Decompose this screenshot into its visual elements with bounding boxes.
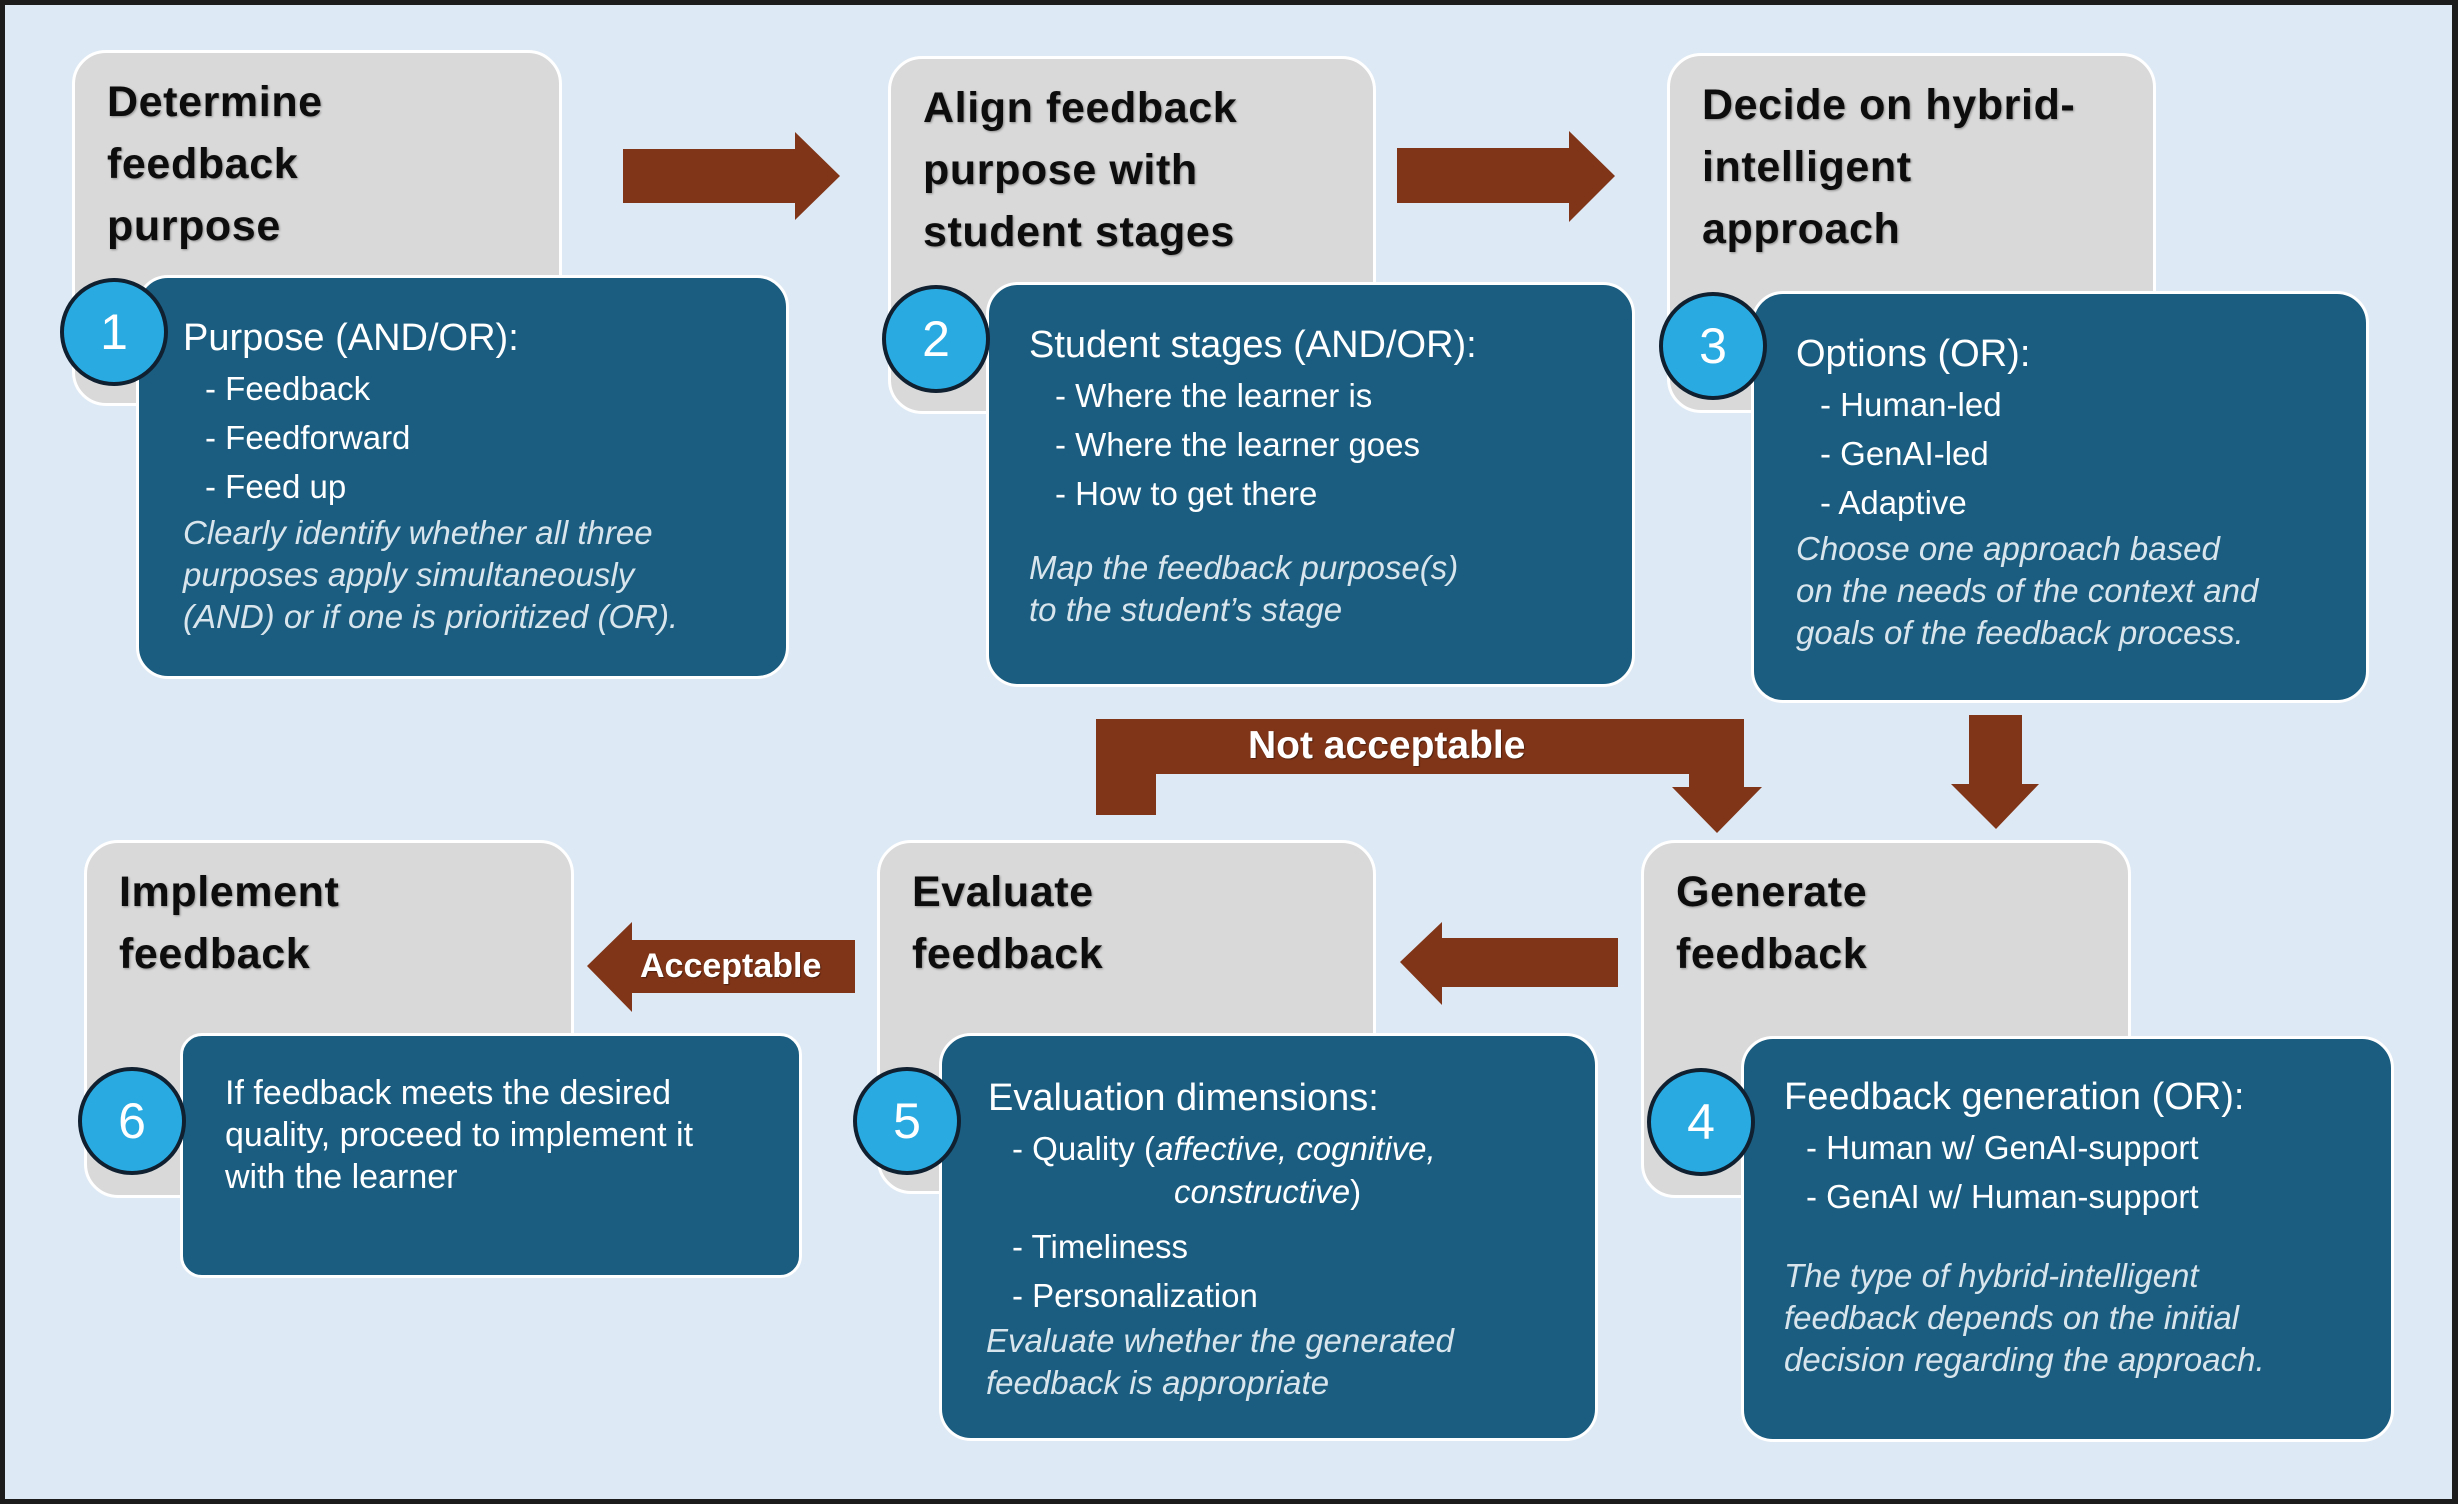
- step-5-items: - Quality (affective, cognitive, constru…: [1012, 1124, 1436, 1320]
- title-line: Align feedback: [923, 84, 1238, 132]
- arrow-step1-to-step2: [623, 132, 840, 220]
- list-item: - Feed up: [205, 468, 347, 505]
- title-line: feedback: [107, 140, 299, 188]
- step-2-heading: Student stages (AND/OR):: [1029, 324, 1477, 366]
- step-3-note: Choose one approach based on the needs o…: [1796, 528, 2258, 654]
- note-line: on the needs of the context and: [1796, 572, 2259, 609]
- step-4-number-badge: 4: [1647, 1068, 1755, 1176]
- list-item: - Adaptive: [1820, 484, 1967, 521]
- title-line: purpose with: [923, 146, 1198, 194]
- list-item: - Timeliness: [1012, 1228, 1189, 1265]
- note-line: feedback depends on the initial: [1784, 1299, 2240, 1336]
- quality-dimensions: affective, cognitive,: [1155, 1130, 1436, 1167]
- list-item: - GenAI w/ Human-support: [1806, 1178, 2199, 1215]
- step-5-heading: Evaluation dimensions:: [988, 1077, 1379, 1119]
- title-line: Decide on hybrid-: [1702, 81, 2076, 129]
- step-5-detail-box: Evaluation dimensions: - Quality (affect…: [939, 1033, 1598, 1441]
- title-line: feedback: [119, 930, 311, 978]
- step-3-detail-box: Options (OR): - Human-led - GenAI-led - …: [1751, 291, 2369, 703]
- list-item: - Human-led: [1820, 386, 2002, 423]
- list-item: - How to get there: [1055, 475, 1318, 512]
- note-line: decision regarding the approach.: [1784, 1341, 2265, 1378]
- step-3-heading: Options (OR):: [1796, 333, 2031, 375]
- step-2-number-badge: 2: [882, 285, 990, 393]
- note-line: (AND) or if one is prioritized (OR).: [183, 598, 679, 635]
- list-item-quality-continued: constructive): [1012, 1167, 1436, 1216]
- step-1-note: Clearly identify whether all three purpo…: [183, 512, 678, 638]
- quality-dimensions-continued: constructive: [1174, 1173, 1351, 1210]
- list-item: - Where the learner goes: [1055, 426, 1421, 463]
- list-item: - Where the learner is: [1055, 377, 1373, 414]
- text-line: If feedback meets the desired: [225, 1074, 672, 1112]
- quality-prefix: - Quality (: [1012, 1130, 1156, 1167]
- title-line: approach: [1702, 205, 1901, 253]
- step-1-number-badge: 1: [60, 278, 168, 386]
- note-line: purposes apply simultaneously: [183, 556, 635, 593]
- arrow-not-acceptable-loop: [1096, 719, 1762, 833]
- not-acceptable-label: Not acceptable: [1248, 724, 1526, 767]
- note-line: Clearly identify whether all three: [183, 514, 653, 551]
- step-3-number-badge: 3: [1659, 292, 1767, 400]
- step-4-note: The type of hybrid-intelligent feedback …: [1784, 1255, 2265, 1381]
- step-5-number-badge: 5: [853, 1067, 961, 1175]
- step-6-detail-box: If feedback meets the desired quality, p…: [180, 1033, 802, 1278]
- note-line: goals of the feedback process.: [1796, 614, 2244, 651]
- step-2-title: Align feedback purpose with student stag…: [923, 77, 1237, 263]
- note-line: The type of hybrid-intelligent: [1784, 1257, 2199, 1294]
- title-line: purpose: [107, 202, 281, 250]
- note-line: to the student’s stage: [1029, 591, 1343, 628]
- step-5-note: Evaluate whether the generated feedback …: [986, 1320, 1454, 1404]
- step-2-note: Map the feedback purpose(s) to the stude…: [1029, 547, 1458, 631]
- step-1-items: - Feedback - Feedforward - Feed up: [205, 364, 410, 511]
- step-1-detail-box: Purpose (AND/OR): - Feedback - Feedforwa…: [136, 275, 789, 679]
- step-2-detail-box: Student stages (AND/OR): - Where the lea…: [986, 282, 1635, 687]
- arrow-acceptable: [587, 922, 855, 1012]
- list-item-quality: - Quality (affective, cognitive,: [1012, 1124, 1436, 1173]
- text-line: with the learner: [225, 1158, 458, 1196]
- step-6-title: Implement feedback: [119, 861, 339, 985]
- title-line: Implement: [119, 868, 340, 916]
- step-6-text: If feedback meets the desired quality, p…: [225, 1072, 693, 1198]
- note-line: feedback is appropriate: [986, 1364, 1330, 1401]
- title-line: feedback: [1676, 930, 1868, 978]
- title-line: Evaluate: [912, 868, 1094, 916]
- step-2-items: - Where the learner is - Where the learn…: [1055, 371, 1420, 518]
- note-line: Choose one approach based: [1796, 530, 2220, 567]
- step-3-title: Decide on hybrid- intelligent approach: [1702, 74, 2075, 260]
- acceptable-label: Acceptable: [640, 947, 822, 985]
- title-line: Generate: [1676, 868, 1868, 916]
- title-line: feedback: [912, 930, 1104, 978]
- quality-suffix: ): [1350, 1173, 1362, 1210]
- step-4-title: Generate feedback: [1676, 861, 1867, 985]
- arrow-step4-to-step5: [1400, 922, 1618, 1005]
- list-item: - Personalization: [1012, 1277, 1258, 1314]
- step-4-detail-box: Feedback generation (OR): - Human w/ Gen…: [1741, 1036, 2394, 1442]
- step-6-number-badge: 6: [78, 1067, 186, 1175]
- list-item: - Feedback: [205, 370, 371, 407]
- arrow-step2-to-step3: [1397, 131, 1615, 222]
- title-line: Determine: [107, 78, 323, 126]
- title-line: student stages: [923, 208, 1235, 256]
- step-4-heading: Feedback generation (OR):: [1784, 1076, 2245, 1118]
- step-4-items: - Human w/ GenAI-support - GenAI w/ Huma…: [1806, 1123, 2199, 1221]
- arrow-step3-to-step4: [1951, 715, 2039, 829]
- list-item: - Human w/ GenAI-support: [1806, 1129, 2199, 1166]
- list-item: - Feedforward: [205, 419, 411, 456]
- list-item: - GenAI-led: [1820, 435, 1989, 472]
- step-1-title: Determine feedback purpose: [107, 71, 323, 257]
- text-line: quality, proceed to implement it: [225, 1116, 694, 1154]
- step-3-items: - Human-led - GenAI-led - Adaptive: [1820, 380, 2002, 527]
- note-line: Map the feedback purpose(s): [1029, 549, 1459, 586]
- step-1-heading: Purpose (AND/OR):: [183, 317, 519, 359]
- note-line: Evaluate whether the generated: [986, 1322, 1454, 1359]
- title-line: intelligent: [1702, 143, 1912, 191]
- step-5-title: Evaluate feedback: [912, 861, 1103, 985]
